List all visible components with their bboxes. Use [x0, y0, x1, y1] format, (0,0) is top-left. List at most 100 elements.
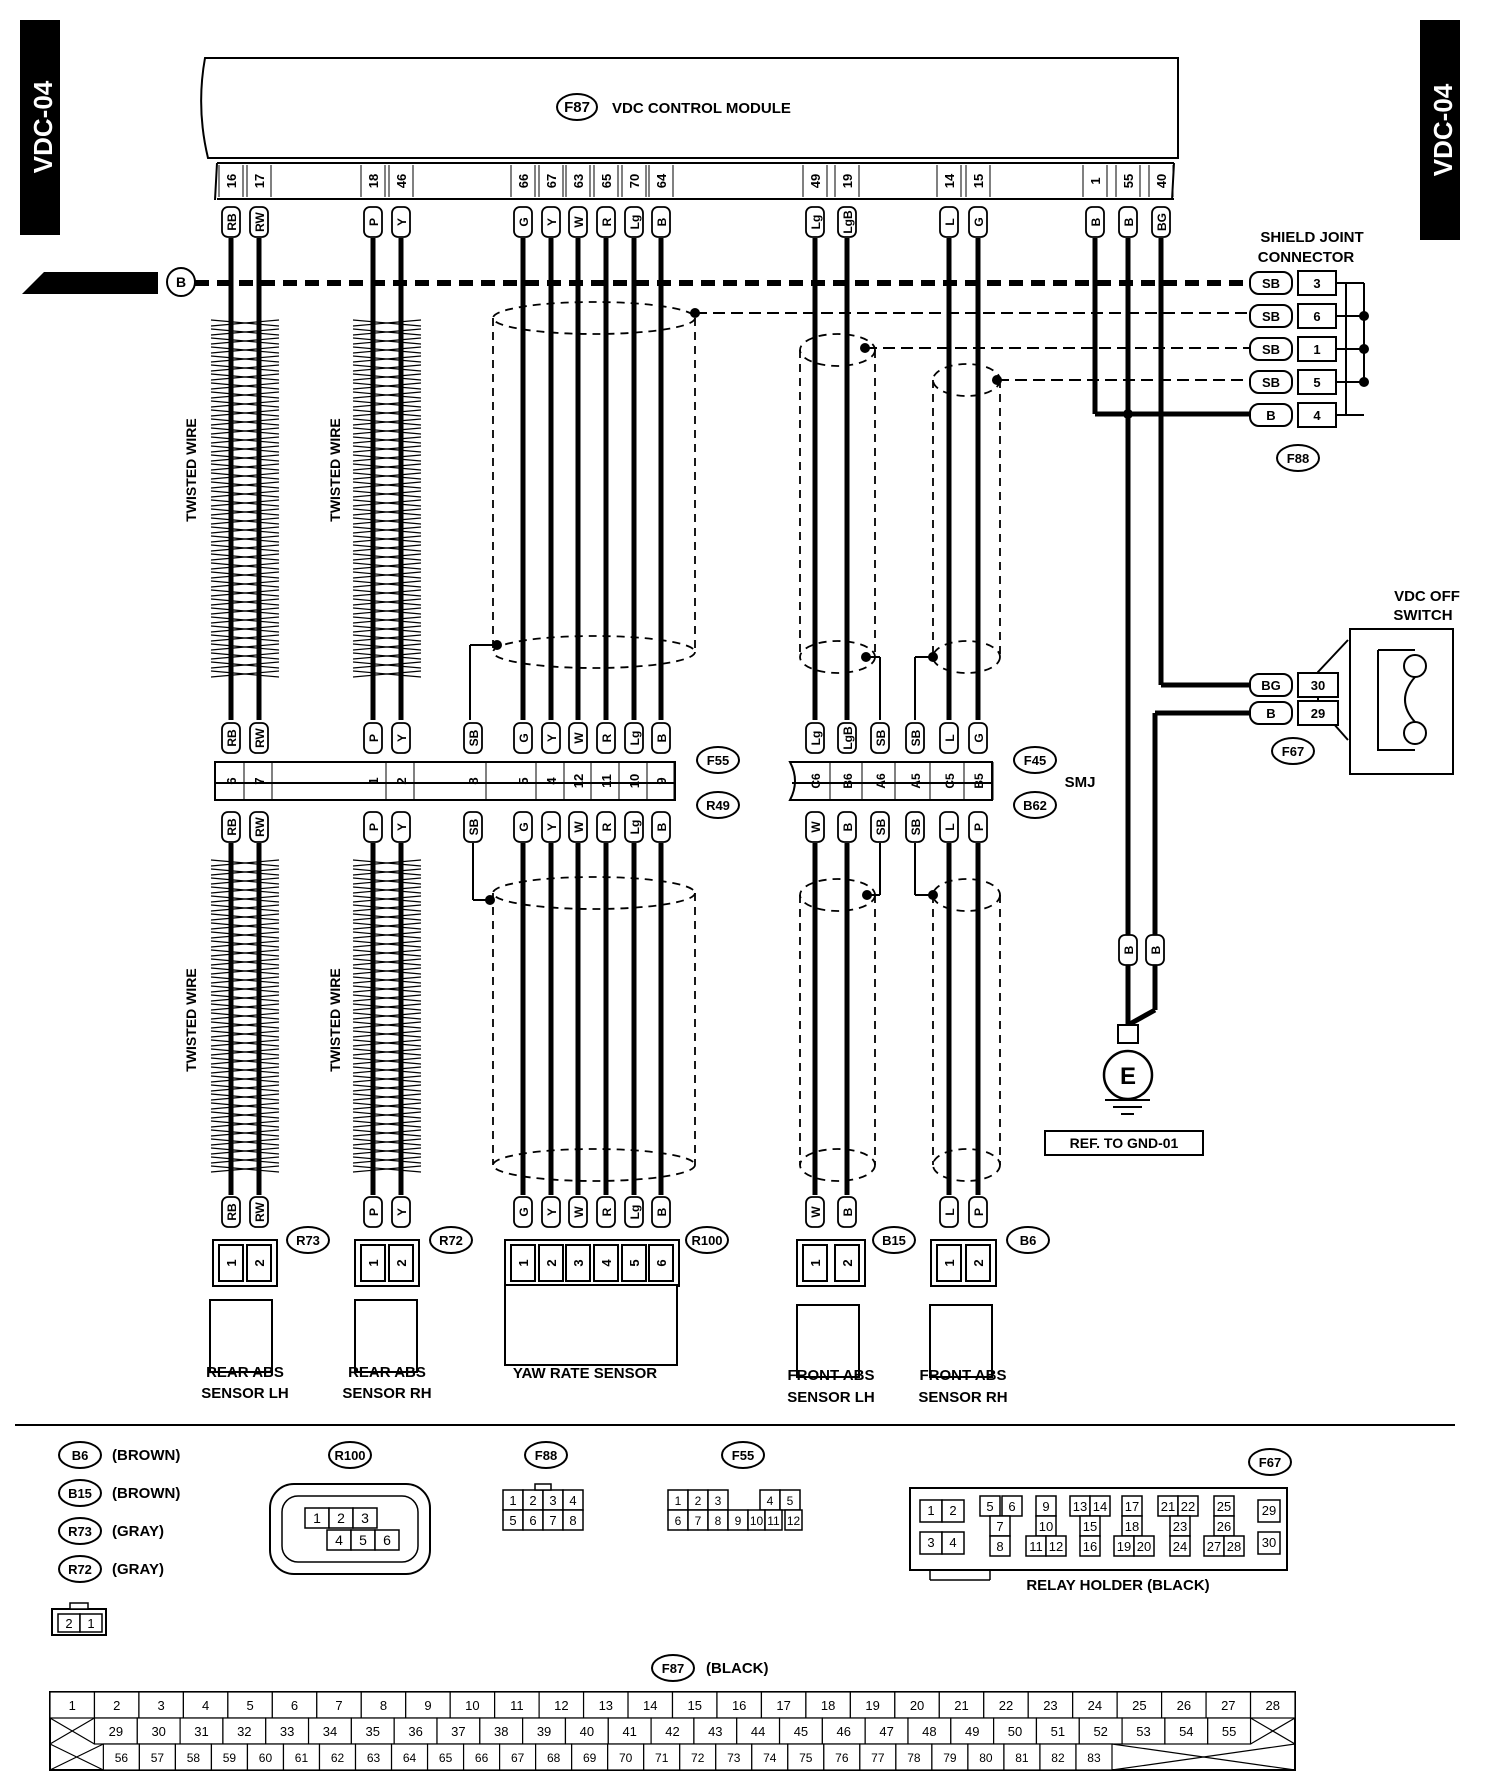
f55-bot-10-badge — [651, 811, 671, 843]
comp-B15-pin-cell — [834, 1244, 860, 1282]
comp-R72-id: R72 — [439, 1233, 463, 1248]
comp-B15-pin-cell — [802, 1244, 828, 1282]
twist-hatch — [352, 661, 422, 669]
twist-hatch — [352, 634, 422, 642]
legend-relay-id: F67 — [1259, 1455, 1281, 1470]
f55-top-8: R — [600, 733, 614, 742]
legend-f87-pin-10: 10 — [465, 1698, 479, 1713]
f45-bot-2: SB — [874, 818, 888, 835]
legend-B15: B15 — [68, 1486, 92, 1501]
f45-id-oval — [1013, 746, 1057, 774]
legend-f87-pin-58: 58 — [187, 1751, 201, 1765]
twist-hatch — [210, 319, 280, 327]
sj-dot — [1359, 311, 1369, 321]
legend-f87-cell — [179, 1717, 224, 1745]
comp-B15-connector — [796, 1239, 866, 1287]
legend-f87-cell — [582, 1691, 629, 1719]
legend-f87-pin-25: 25 — [1132, 1698, 1146, 1713]
twist-hatch — [210, 1021, 280, 1029]
legend-relay-pin-21: 21 — [1161, 1499, 1175, 1514]
module-wire-color-55-badge — [1118, 206, 1138, 238]
twist-hatch — [352, 958, 422, 966]
sj-id-oval — [1276, 444, 1320, 472]
twist-hatch — [352, 886, 422, 894]
legend-f87-cell — [671, 1691, 718, 1719]
module-wire-color-19-badge — [837, 206, 857, 238]
twist-hatch — [210, 598, 280, 606]
sj-pin-3: 3 — [1313, 276, 1320, 291]
twist-hatch — [210, 625, 280, 633]
f55-bot-9: Lg — [628, 820, 642, 835]
legend-f87-x — [49, 1717, 95, 1745]
legend-relay-pin-6: 6 — [1008, 1499, 1015, 1514]
legend-relay-pin-10: 10 — [1039, 1519, 1053, 1534]
twist-hatch — [210, 454, 280, 462]
legend-f87-pin-3: 3 — [158, 1698, 165, 1713]
legend-f88-pin-4: 4 — [569, 1493, 576, 1508]
legend-relay-label: RELAY HOLDER (BLACK) — [1026, 1577, 1209, 1594]
legend-color-R72: (GRAY) — [112, 1561, 164, 1578]
module-wire-color-40: BG — [1155, 213, 1169, 231]
legend-f87-pin-30: 30 — [151, 1724, 165, 1739]
f55-top-3-badge — [391, 722, 411, 754]
legend-color-B15: (BROWN) — [112, 1485, 180, 1502]
f55-bot-7-badge — [568, 811, 588, 843]
twist-hatch — [210, 373, 280, 381]
legend-relay-pin-7: 7 — [996, 1519, 1003, 1534]
twist-hatch — [352, 1147, 422, 1155]
legend-f88-pin-5: 5 — [509, 1513, 516, 1528]
comp-R73-connector — [212, 1239, 278, 1287]
legend-relay-pin-14: 14 — [1093, 1499, 1107, 1514]
f55-bot-1-badge — [249, 811, 269, 843]
twist-hatch — [352, 976, 422, 984]
twist-hatch — [352, 364, 422, 372]
f55-id-oval — [696, 746, 740, 774]
f55-bot-1: RW — [253, 816, 267, 836]
legend-f87-pin-14: 14 — [643, 1698, 657, 1713]
sj-badge-1 — [1249, 337, 1293, 361]
twist-hatch — [352, 1012, 422, 1020]
legend-f87-cell — [1003, 1743, 1041, 1771]
twist-hatch — [352, 418, 422, 426]
legend-f87-pin-72: 72 — [691, 1751, 705, 1765]
twist-hatch — [352, 382, 422, 390]
legend-f88-pin-6: 6 — [529, 1513, 536, 1528]
module-pin-16: 16 — [224, 174, 239, 188]
twist-hatch — [210, 1129, 280, 1137]
legend-f87-cell — [360, 1691, 407, 1719]
comp-B15-pin-2: 2 — [840, 1259, 855, 1266]
f55-pin-9: 9 — [654, 777, 669, 784]
legend-f87-cell — [174, 1743, 213, 1771]
comp-R100-pin-cell — [621, 1244, 647, 1282]
f55-bot-3-badge — [391, 811, 411, 843]
twist-hatch — [210, 895, 280, 903]
legend-f87-pin-65: 65 — [439, 1751, 453, 1765]
legend-2pin-key — [69, 1602, 89, 1610]
legend-f88-id-oval — [524, 1441, 568, 1469]
sj-badge-5 — [1249, 370, 1293, 394]
legend-r100-inner — [281, 1495, 419, 1563]
twist-hatch — [352, 1039, 422, 1047]
legend-f55-id: F55 — [732, 1448, 754, 1463]
legend-f87-cell — [222, 1717, 267, 1745]
f45-pin-A5: A5 — [909, 773, 923, 789]
legend-f87-pin-32: 32 — [237, 1724, 251, 1739]
comp-R100-pin-5: 5 — [627, 1259, 642, 1266]
twist-hatch — [210, 427, 280, 435]
f55-top-10: B — [655, 733, 669, 742]
twist-hatch — [210, 670, 280, 678]
legend-f87-pin-64: 64 — [403, 1751, 417, 1765]
comp-R100-wire-3: R — [600, 1207, 614, 1216]
legend-r100-id-oval — [328, 1441, 372, 1469]
legend-f87-cell — [760, 1691, 807, 1719]
twist-hatch — [352, 931, 422, 939]
f55-pin-12: 12 — [571, 774, 586, 788]
ground-terminal — [1117, 1024, 1139, 1044]
legend-f87-pin-81: 81 — [1015, 1751, 1029, 1765]
twist-hatch — [210, 1093, 280, 1101]
twist-hatch — [210, 967, 280, 975]
twist-hatch — [352, 994, 422, 1002]
module-wire-color-63: W — [572, 216, 586, 228]
twist-hatch — [210, 904, 280, 912]
shield-joint-title1: SHIELD JOINT — [1260, 229, 1363, 246]
